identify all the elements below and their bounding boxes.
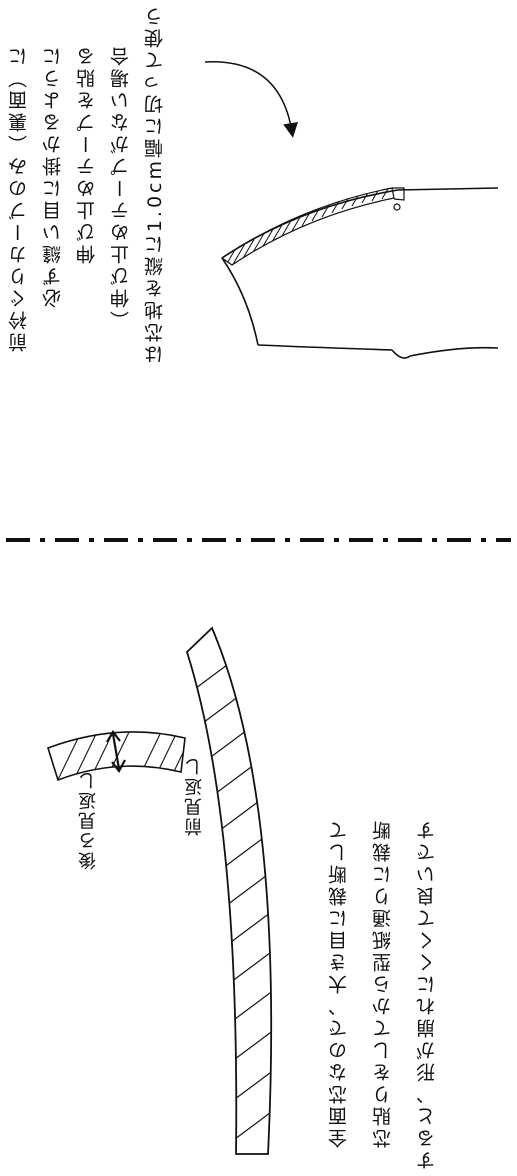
bottom-note-line-3: すると、形が崩れにくくて良いです — [416, 818, 438, 1170]
grainline-arrow-icon — [106, 730, 126, 774]
back-facing-piece — [47, 730, 186, 782]
front-facing-piece — [185, 626, 273, 1155]
stay-tape — [220, 187, 405, 266]
front-bodice-outline — [221, 187, 499, 359]
button-mark-icon — [393, 203, 401, 211]
bottom-note-line-2: 芯貼りをしてから型紙通りに裁断 — [372, 818, 394, 1148]
curved-arrow-icon — [204, 61, 298, 138]
front-facing-label: 前見返し — [184, 756, 205, 836]
top-note-line-5: は芯地を縦に1.0cm幅に切って使う — [144, 4, 166, 365]
top-note-line-1: 前衿ぐりカーブのみ（裏面）に — [8, 44, 30, 352]
back-facing-label: 後ろ見返し — [78, 770, 99, 870]
top-note-line-2: 必ず縫い目に掛かるように — [42, 44, 64, 308]
bottom-note-line-1: 全面芯なので、大き目に裁断して — [328, 818, 350, 1148]
top-note-line-4: （伸び止めテープがない場合 — [110, 44, 132, 330]
top-note-line-3: 伸び止めテープを貼る — [76, 44, 98, 264]
